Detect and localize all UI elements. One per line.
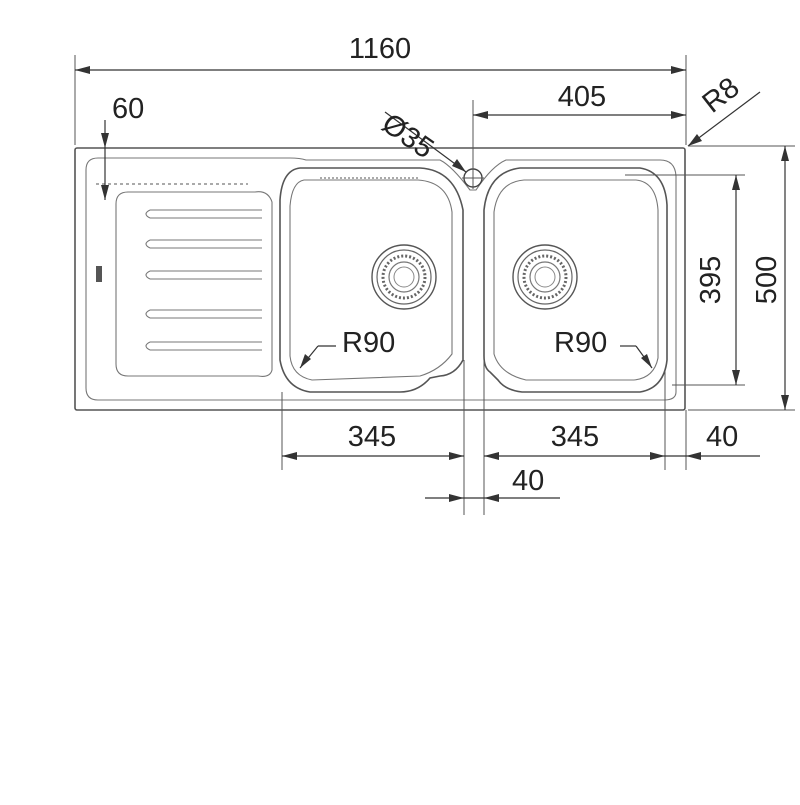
right-bowl-offset-label: 405 xyxy=(558,81,606,113)
dimension-corner-radius: R8 xyxy=(687,71,761,147)
sink-outline xyxy=(74,147,686,411)
sink-inner-rim xyxy=(85,157,677,401)
dimension-tap-hole: Ø35 xyxy=(376,108,467,173)
dimension-right-margin: 40 xyxy=(665,410,760,470)
dimension-center-divider: 40 xyxy=(425,465,560,502)
drainer-groove xyxy=(145,239,262,249)
overflow-slot-icon xyxy=(96,266,102,282)
left-bowl xyxy=(279,167,464,393)
left-bowl-outer xyxy=(279,167,464,393)
right-bowl-radius-label: R90 xyxy=(554,327,607,359)
dimension-left-bowl-radius: R90 xyxy=(299,327,395,369)
drainer-margin-label: 60 xyxy=(112,93,144,125)
center-divider-label: 40 xyxy=(512,465,544,497)
left-bowl-radius-label: R90 xyxy=(342,327,395,359)
drainer-groove xyxy=(145,209,262,219)
drain-strainer-icon xyxy=(370,243,438,311)
right-bowl xyxy=(483,167,668,393)
right-bowl-width-label: 345 xyxy=(551,421,599,453)
drainer-grooves xyxy=(145,209,262,351)
drainer-recess xyxy=(115,191,273,377)
tap-hole-label: Ø35 xyxy=(376,108,439,166)
dimension-left-bowl-width: 345 xyxy=(281,360,465,515)
drainer-groove xyxy=(145,270,262,280)
dimension-right-bowl-radius: R90 xyxy=(554,327,653,369)
right-margin-label: 40 xyxy=(706,421,738,453)
drain-strainer-icon xyxy=(511,243,579,311)
dimension-bowl-depth: 395 xyxy=(625,174,745,386)
corner-radius-label: R8 xyxy=(697,71,746,119)
drainer-groove xyxy=(145,309,262,319)
right-bowl-outer xyxy=(483,167,668,393)
dimension-overall-depth: 500 xyxy=(688,145,795,411)
dimension-drainer-margin: 60 xyxy=(101,93,144,200)
right-bowl-inner xyxy=(493,179,659,381)
left-bowl-inner xyxy=(289,179,453,381)
sink-outer-edge xyxy=(74,147,686,411)
overall-width-label: 1160 xyxy=(349,33,411,65)
dimension-right-bowl-offset: 405 xyxy=(472,81,686,168)
dimension-right-bowl-width: 345 xyxy=(483,360,666,515)
bowl-depth-label: 395 xyxy=(695,256,727,304)
drainer-board xyxy=(96,183,273,377)
drainer-groove xyxy=(145,341,262,351)
dimension-overall-width: 1160 xyxy=(74,33,687,145)
overall-depth-label: 500 xyxy=(751,256,783,304)
left-bowl-width-label: 345 xyxy=(348,421,396,453)
tap-hole-icon xyxy=(462,167,484,189)
